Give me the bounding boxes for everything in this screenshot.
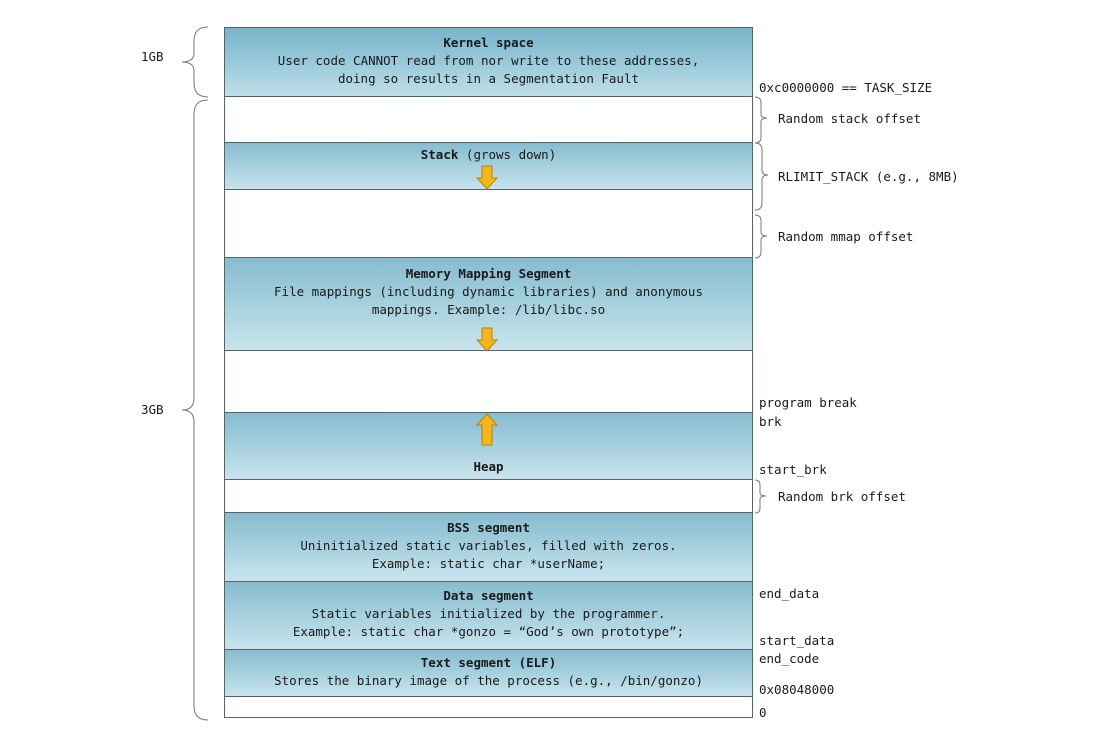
null-page-gap	[224, 697, 753, 718]
random-brk-offset-label: Random brk offset	[778, 489, 906, 504]
kernel-size-label: 1GB	[141, 49, 164, 64]
right-brace-mmap-offset-icon	[754, 214, 768, 259]
data-title: Data segment	[443, 588, 534, 603]
kernel-space-segment: Kernel space User code CANNOT read from …	[224, 27, 753, 97]
end-data-label: end_data	[759, 586, 820, 601]
bss-line2: Example: static char *userName;	[371, 556, 606, 571]
data-line1: Static variables initialized by the prog…	[311, 606, 666, 621]
bss-title: BSS segment	[447, 520, 530, 535]
arrow-up-icon	[476, 413, 498, 446]
program-break-label: program break	[759, 395, 857, 410]
stack-title: Stack	[420, 147, 459, 162]
user-size-label: 3GB	[141, 402, 164, 417]
text-title: Text segment (ELF)	[420, 655, 557, 670]
start-brk-label: start_brk	[759, 462, 827, 477]
text-start-address-label: 0x08048000	[759, 682, 835, 697]
bss-line1: Uninitialized static variables, filled w…	[300, 538, 677, 553]
left-brace-user-icon	[181, 99, 209, 721]
mmap-line2: mappings. Example: /lib/libc.so	[371, 302, 606, 317]
brk-label: brk	[759, 414, 782, 429]
kernel-space-line1: User code CANNOT read from nor write to …	[277, 53, 700, 68]
left-brace-kernel-icon	[181, 26, 209, 98]
random-mmap-offset-label: Random mmap offset	[778, 229, 914, 244]
random-stack-offset-label: Random stack offset	[778, 111, 921, 126]
start-data-label: start_data	[759, 633, 835, 648]
end-code-label: end_code	[759, 651, 820, 666]
mmap-line1: File mappings (including dynamic librari…	[274, 284, 703, 299]
right-brace-stack-offset-icon	[754, 96, 768, 144]
task-size-label: 0xc0000000 == TASK_SIZE	[759, 80, 933, 95]
right-brace-rlimit-icon	[754, 142, 769, 211]
bss-segment: BSS segment Uninitialized static variabl…	[224, 513, 753, 582]
text-line1: Stores the binary image of the process (…	[274, 673, 703, 688]
data-segment: Data segment Static variables initialize…	[224, 582, 753, 650]
random-brk-gap	[224, 480, 753, 513]
right-brace-brk-offset-icon	[754, 479, 767, 514]
zero-address-label: 0	[759, 705, 767, 720]
rlimit-stack-label: RLIMIT_STACK (e.g., 8MB)	[778, 169, 959, 184]
random-stack-gap	[224, 97, 753, 143]
heap-title: Heap	[473, 459, 504, 474]
stack-subtitle: (grows down)	[458, 147, 557, 162]
arrow-down-icon	[476, 165, 498, 190]
mmap-title: Memory Mapping Segment	[405, 266, 572, 281]
text-segment: Text segment (ELF) Stores the binary ima…	[224, 650, 753, 697]
kernel-space-title: Kernel space	[443, 35, 534, 50]
unmapped-gap	[224, 351, 753, 413]
data-line2: Example: static char *gonzo = “God’s own…	[292, 624, 685, 639]
arrow-down-icon	[476, 327, 498, 352]
random-mmap-gap	[224, 190, 753, 258]
kernel-space-line2: doing so results in a Segmentation Fault	[337, 71, 640, 86]
